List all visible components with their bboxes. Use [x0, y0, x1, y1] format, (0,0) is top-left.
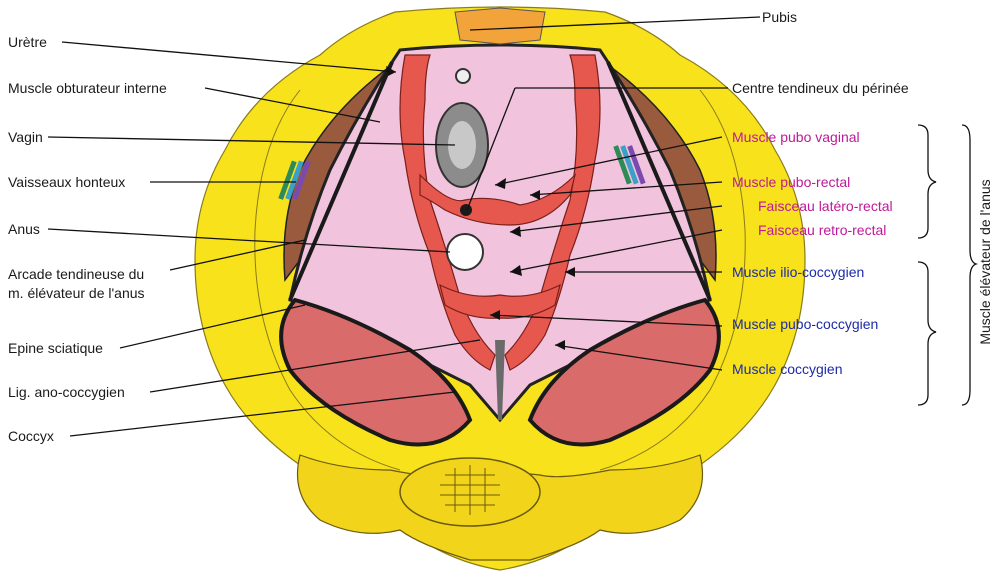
label-pubo-vaginal: Muscle pubo vaginal [732, 129, 860, 145]
brace-blue [918, 262, 936, 405]
label-centre: Centre tendineux du périnée [732, 80, 909, 96]
anus [447, 234, 483, 270]
urethra [456, 69, 470, 83]
pubis-bone [455, 8, 545, 44]
label-group-levator: Muscle élévateur de l'anus [977, 179, 993, 344]
label-coccygien: Muscle coccygien [732, 361, 843, 377]
label-anus: Anus [8, 221, 40, 237]
label-obturateur: Muscle obturateur interne [8, 80, 167, 96]
label-arcade-2: m. élévateur de l'anus [8, 285, 145, 301]
label-latero: Faisceau latéro-rectal [758, 198, 893, 214]
label-lig: Lig. ano-coccygien [8, 384, 125, 400]
label-vagin: Vagin [8, 129, 43, 145]
label-coccyx: Coccyx [8, 428, 54, 444]
label-vaisseaux: Vaisseaux honteux [8, 174, 125, 190]
label-retro: Faisceau retro-rectal [758, 222, 886, 238]
label-ilio: Muscle ilio-coccygien [732, 264, 864, 280]
label-pubo-cocc: Muscle pubo-coccygien [732, 316, 878, 332]
label-pubo-rectal: Muscle pubo-rectal [732, 174, 850, 190]
label-pubis: Pubis [762, 9, 797, 25]
brace-group [962, 125, 976, 405]
perineal-body [460, 204, 472, 216]
label-arcade-1: Arcade tendineuse du [8, 266, 144, 282]
label-uretre: Urètre [8, 34, 47, 50]
label-epine: Epine sciatique [8, 340, 103, 356]
brace-pink [918, 125, 936, 238]
